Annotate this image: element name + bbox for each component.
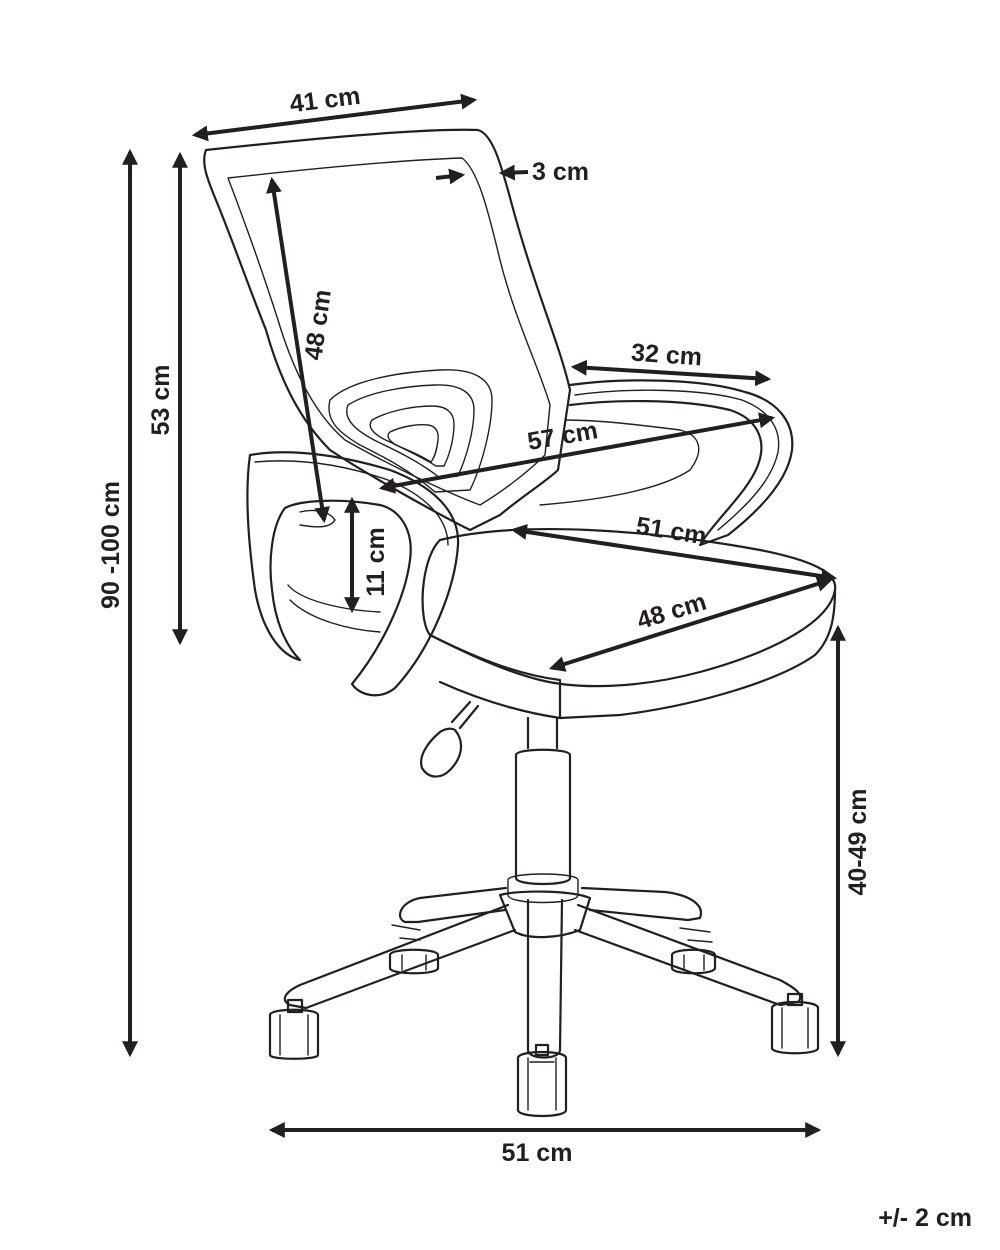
- label-seat-depth: 48 cm: [634, 588, 710, 636]
- label-top-width: 41 cm: [288, 82, 362, 118]
- base-leg-front: [526, 898, 564, 1059]
- label-armrest-height: 11 cm: [362, 527, 390, 597]
- backrest-frame: [203, 128, 572, 532]
- base-leg-side-right: [679, 927, 713, 943]
- left-armrest: [246, 451, 460, 697]
- seat-front-edge: [428, 633, 562, 720]
- dim-top-width-arrow: [191, 93, 478, 142]
- left-armrest-pad: [299, 509, 336, 528]
- base-leg-back-right: [580, 886, 703, 922]
- chair-outline: [203, 128, 837, 1118]
- dim-seat-width-arrow: [510, 523, 838, 585]
- dimension-labels: 41 cm 3 cm 48 cm 53 cm 90 -100 cm 32 cm …: [97, 82, 972, 1232]
- base-leg-front-left: [283, 903, 517, 1010]
- cylinder: [514, 748, 572, 886]
- dim-armrest-length-arrow: [570, 359, 772, 387]
- label-base-width: 51 cm: [502, 1139, 573, 1167]
- dim-frame-depth-arrow-b: [498, 164, 529, 181]
- caster-right: [770, 992, 820, 1055]
- label-tolerance: +/- 2 cm: [878, 1204, 972, 1232]
- caster-back-left: [388, 948, 440, 975]
- caster-back-right: [670, 948, 717, 975]
- dim-seat-depth-arrow: [548, 576, 834, 672]
- seat-under: [287, 584, 381, 633]
- dimension-arrows: [122, 93, 846, 1138]
- dim-frame-depth-arrow-a: [435, 168, 466, 185]
- seat-top: [421, 528, 837, 688]
- caster-left: [268, 998, 320, 1060]
- label-seat-width: 51 cm: [634, 512, 708, 551]
- dim-between-arms-arrow: [378, 412, 776, 494]
- right-armrest-inner: [574, 389, 780, 531]
- label-frame-depth: 3 cm: [532, 158, 589, 186]
- label-back-height: 53 cm: [147, 365, 175, 436]
- height-lever: [420, 700, 480, 778]
- label-backrest-height: 48 cm: [299, 288, 337, 362]
- base-leg-side-left: [391, 924, 421, 941]
- dim-backrest-height-arrow: [266, 176, 330, 524]
- base-leg-back-left: [398, 886, 508, 924]
- cylinder-top: [526, 716, 559, 750]
- cylinder-collar: [507, 873, 579, 904]
- caster-front: [516, 1043, 568, 1118]
- label-armrest-length: 32 cm: [630, 339, 703, 372]
- lumbar-core: [387, 424, 439, 463]
- label-total-height: 90 -100 cm: [97, 481, 125, 609]
- label-seat-height: 40-49 cm: [844, 788, 872, 895]
